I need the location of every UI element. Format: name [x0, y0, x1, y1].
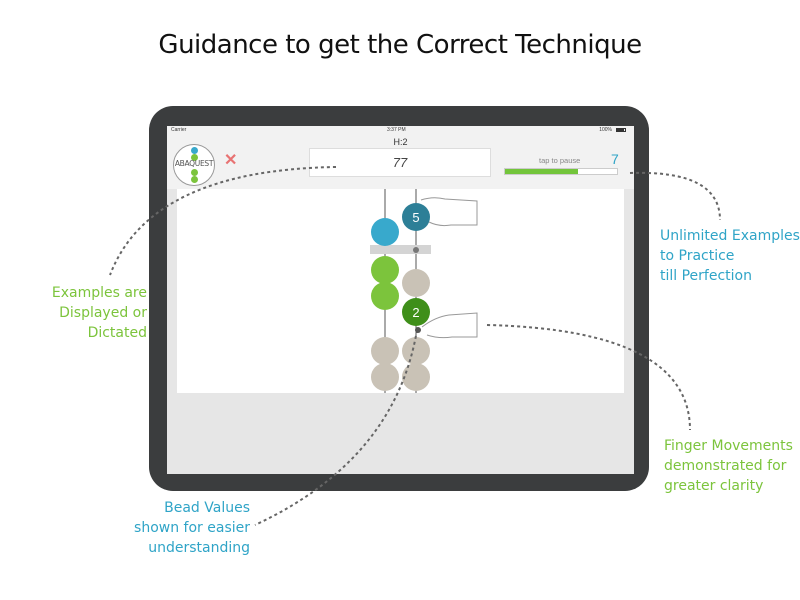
connector-bead: [254, 329, 418, 526]
callout-line: demonstrated for: [664, 458, 787, 474]
lower-bead-left[interactable]: [371, 256, 399, 284]
close-icon[interactable]: ✕: [224, 152, 238, 169]
callout-bead: Bead Values shown for easier understandi…: [110, 498, 250, 558]
battery-label: 100%: [599, 127, 612, 133]
finger-hand-icon: [420, 197, 478, 227]
question-display: 77: [309, 148, 491, 177]
connector-examples: [109, 166, 337, 276]
callout-line: understanding: [148, 540, 250, 556]
callout-line: greater clarity: [664, 478, 764, 494]
status-time: 3:37 PM: [387, 127, 406, 133]
bead-value-label: 5: [412, 210, 419, 225]
app-logo: ABAQUEST: [173, 144, 215, 186]
callout-unlimited: Unlimited Examples to Practice till Perf…: [660, 226, 800, 286]
upper-bead-right[interactable]: [402, 203, 430, 231]
lower-bead-right[interactable]: [402, 363, 430, 391]
callout-line: Displayed or Dictated: [59, 305, 147, 341]
lower-bead-left[interactable]: [371, 337, 399, 365]
lower-bead-left[interactable]: [371, 282, 399, 310]
app-header: H:2 ABAQUEST ✕ 77 tap to pause 7: [167, 135, 634, 189]
lower-bead-right[interactable]: [402, 269, 430, 297]
upper-bead-left[interactable]: [371, 218, 399, 246]
callout-line: Examples are: [51, 285, 147, 301]
progress-bar: [504, 168, 618, 175]
callout-finger: Finger Movements demonstrated for greate…: [664, 436, 800, 496]
callout-line: to Practice: [660, 248, 735, 264]
callout-line: shown for easier: [134, 520, 250, 536]
battery-icon: [616, 128, 626, 132]
tablet-screen: Carrier 3:37 PM 100% H:2 ABAQUEST ✕ 77 t…: [167, 126, 634, 474]
logo-dot: [191, 176, 198, 183]
callout-line: Unlimited Examples: [660, 228, 800, 244]
connector-finger: [486, 324, 691, 431]
progress-fill: [505, 169, 578, 174]
logo-dot: [191, 169, 198, 176]
callout-line: Finger Movements: [664, 438, 793, 454]
lower-bead-right[interactable]: [402, 298, 430, 326]
logo-text: ABAQUEST: [174, 159, 214, 168]
callout-line: Bead Values: [164, 500, 250, 516]
status-bar: Carrier 3:37 PM 100%: [167, 126, 634, 135]
connector-unlimited: [629, 171, 721, 221]
abacus-workspace: 5 2: [177, 189, 624, 393]
reckoning-bar: [370, 245, 431, 254]
page-title: Guidance to get the Correct Technique: [158, 30, 642, 60]
connector-end-dot: [415, 327, 421, 333]
logo-dot: [191, 154, 198, 161]
abacus[interactable]: 5 2: [177, 189, 624, 393]
level-label: H:2: [393, 137, 408, 147]
finger-hand-icon: [421, 312, 478, 339]
lower-bead-left[interactable]: [371, 363, 399, 391]
lower-bead-right[interactable]: [402, 337, 430, 365]
carrier-label: Carrier: [171, 127, 187, 133]
logo-dot: [191, 147, 198, 154]
tap-to-pause-button[interactable]: tap to pause: [539, 156, 581, 165]
unit-dot: [413, 247, 419, 253]
callout-line: till Perfection: [660, 268, 752, 284]
bead-value-label: 2: [412, 305, 419, 320]
callout-examples: Examples are Displayed or Dictated: [0, 283, 147, 343]
example-count: 7: [611, 151, 619, 167]
